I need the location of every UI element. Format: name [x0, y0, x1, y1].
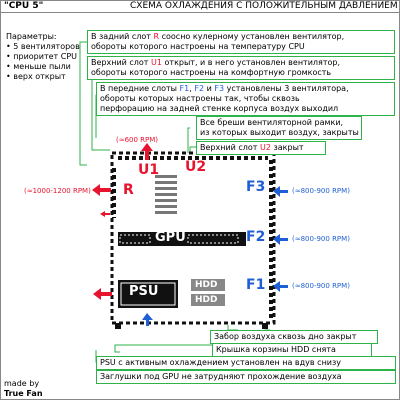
case-label: "CPU 5": [4, 1, 44, 11]
rpm-top: (≈600 RPM): [116, 136, 159, 144]
intake-arrows: [142, 186, 288, 326]
note-top-u1: Верхний слот U1 открыт, и в него установ…: [87, 56, 395, 80]
label-f1: F1: [246, 277, 266, 293]
rpm-f1: (≈800-900 RPM): [292, 282, 350, 290]
label-f2: F2: [246, 229, 266, 245]
note-hdd-cage: Крышка корзины HDD снята: [212, 343, 372, 357]
note-psu: PSU с активным охлаждением установлен на…: [96, 356, 396, 370]
cpu-cooler: [155, 175, 177, 214]
label-hdd-bottom: HDD: [195, 295, 218, 305]
hdd-top: [191, 279, 225, 291]
params-list: Параметры: • 5 вентиляторов • приоритет …: [6, 32, 80, 82]
exhaust-arrows: [92, 143, 153, 300]
page-title: СХЕМА ОХЛАЖДЕНИЯ С ПОЛОЖИТЕЛЬНЫМ ДАВЛЕНИ…: [130, 1, 398, 11]
rpm-f2: (≈800-900 RPM): [292, 235, 350, 243]
author-name: True Fan: [4, 389, 43, 398]
param-item: • 5 вентиляторов: [6, 42, 80, 51]
label-u2: U2: [185, 159, 207, 175]
made-by-label: made by: [4, 379, 40, 388]
param-item: • верх открыт: [6, 72, 66, 81]
note-breaches: Все бреши вентиляторной рамки, из которы…: [196, 116, 362, 140]
psu-block: [118, 280, 178, 308]
note-bottom-fence: Забор воздуха сквозь дно закрыт: [210, 330, 378, 344]
label-gpu: GPU: [155, 230, 186, 245]
hdd-bottom: [191, 294, 225, 306]
label-psu: PSU: [129, 284, 159, 299]
rpm-rear: (≈1000-1200 RPM): [24, 187, 91, 195]
note-top-u2: Верхний слот U2 закрыт: [196, 141, 326, 155]
params-heading: Параметры:: [6, 32, 57, 41]
rpm-f3: (≈800-900 RPM): [292, 187, 350, 195]
param-item: • меньше пыли: [6, 62, 71, 71]
label-r: R: [123, 182, 134, 198]
param-item: • приоритет CPU: [6, 52, 77, 61]
note-gpu-plugs: Заглушки под GPU не затрудняют прохожден…: [96, 370, 396, 384]
note-front-slots: В передние слоты F1, F2 и F3 установлены…: [96, 82, 395, 116]
label-hdd-top: HDD: [195, 280, 218, 290]
label-f3: F3: [246, 179, 266, 195]
note-rear-slot: В задний слот R соосно кулерному установ…: [87, 30, 395, 54]
label-u1: U1: [138, 162, 160, 178]
